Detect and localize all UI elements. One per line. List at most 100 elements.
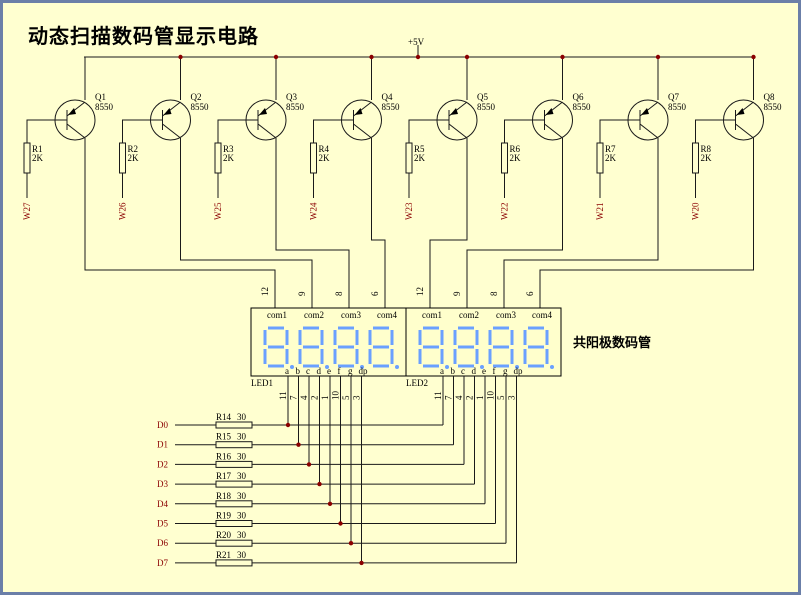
resistor-value: 30	[237, 530, 247, 540]
com-label: com1	[267, 310, 287, 320]
net-label: D7	[157, 558, 168, 568]
segment-label: b	[451, 366, 456, 376]
segment-resistor	[215, 539, 253, 547]
resistor-label: R8	[701, 144, 712, 154]
base-resistor	[214, 142, 222, 174]
resistor-label: R18	[216, 491, 232, 501]
segment-resistor	[215, 559, 253, 567]
base-resistor	[405, 142, 413, 174]
transistor-part: 8550	[764, 102, 783, 112]
pin-number: 7	[444, 395, 454, 400]
segment-label: dp	[514, 366, 524, 376]
segment-label: f	[338, 366, 341, 376]
resistor-label: R6	[510, 144, 521, 154]
resistor-label: R7	[605, 144, 616, 154]
segment-label: c	[461, 366, 465, 376]
transistor-arrow	[163, 108, 172, 115]
com-label: com3	[341, 310, 361, 320]
net-label: D1	[157, 440, 168, 450]
pin-number: 7	[289, 395, 299, 400]
pin-number: 8	[489, 291, 499, 296]
segment-label: e	[327, 366, 331, 376]
transistor-label: Q3	[286, 92, 297, 102]
resistor-value: 30	[237, 511, 247, 521]
pin-number: 6	[370, 291, 380, 296]
transistor-label: Q4	[382, 92, 393, 102]
net-label: D4	[157, 499, 168, 509]
junction-dot	[317, 481, 322, 487]
base-wire	[599, 119, 628, 143]
resistor-label: R5	[414, 144, 425, 154]
junction-dot	[273, 54, 279, 60]
base-resistor	[596, 142, 604, 174]
net-label: W26	[118, 202, 128, 220]
segment-resistor	[215, 421, 253, 429]
transistor-arrow	[641, 108, 649, 115]
digit-dp	[325, 365, 329, 369]
resistor-value: 2K	[701, 153, 713, 163]
digit-dp	[480, 365, 484, 369]
collector-to-com	[429, 138, 468, 308]
transistor-part: 8550	[573, 102, 592, 112]
transistor-arrow	[736, 108, 745, 115]
junction-dot	[348, 541, 354, 546]
transistor-collector	[639, 123, 659, 139]
pin-number: 1	[320, 396, 330, 401]
transistor-arrow	[68, 108, 76, 115]
digit-dp	[515, 365, 519, 369]
base-resistor	[501, 142, 508, 174]
junction-dot	[359, 560, 364, 566]
resistor-label: R17	[216, 471, 232, 481]
base-wire	[217, 119, 246, 143]
segment-label: g	[348, 366, 353, 376]
resistor-label: R14	[216, 412, 232, 422]
pin-number: 2	[465, 396, 475, 401]
transistor-collector	[162, 123, 181, 139]
digit-dp	[550, 365, 554, 369]
pin-number: 4	[299, 395, 309, 400]
segment-label: d	[472, 366, 477, 376]
base-wire	[504, 119, 533, 143]
pin-number: 12	[415, 287, 425, 296]
com-label: com2	[304, 310, 324, 320]
base-wire	[26, 119, 55, 143]
net-label: D6	[157, 538, 168, 548]
junction-dot	[464, 54, 470, 60]
transistor-part: 8550	[668, 102, 687, 112]
net-label: D5	[157, 519, 168, 529]
transistor-part: 8550	[95, 102, 114, 112]
junction-dot	[306, 462, 312, 467]
pin-number: 3	[352, 395, 362, 400]
pin-number: 1	[475, 396, 485, 401]
pin-number: 11	[433, 391, 443, 400]
junction-dot	[327, 501, 333, 506]
resistor-value: 2K	[510, 153, 522, 163]
resistor-value: 2K	[32, 153, 44, 163]
net-label: D0	[157, 420, 168, 430]
com-label: com2	[459, 310, 479, 320]
digit-dp	[360, 365, 364, 369]
resistor-value: 30	[237, 550, 247, 560]
junction-dot	[655, 54, 661, 60]
pin-number: 9	[452, 291, 462, 296]
digit-dp	[290, 365, 294, 369]
segment-resistor	[215, 480, 253, 488]
collector-to-com	[371, 138, 386, 308]
collector-to-com	[539, 138, 754, 308]
vcc-label: +5V	[408, 37, 425, 47]
segment-label: c	[306, 366, 310, 376]
display-type-label: 共阳极数码管	[573, 335, 651, 351]
transistor-part: 8550	[286, 102, 305, 112]
pin-number: 6	[525, 291, 535, 296]
net-label: W25	[213, 202, 223, 220]
pin-number: 5	[496, 395, 506, 400]
pin-number: 8	[334, 291, 344, 296]
segment-label: e	[482, 366, 486, 376]
resistor-value: 30	[237, 451, 247, 461]
transistor-label: Q1	[95, 92, 106, 102]
pin-number: 10	[331, 391, 341, 401]
net-label: W22	[500, 203, 510, 221]
pin-number: 3	[507, 395, 517, 400]
transistor-collector	[66, 123, 86, 139]
